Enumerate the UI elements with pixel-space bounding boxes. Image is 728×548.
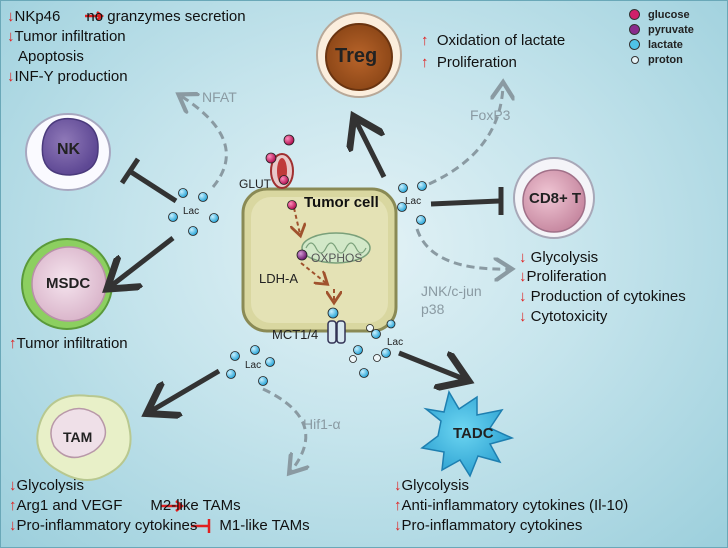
pathway-jnk: JNK/c-jun xyxy=(421,283,482,299)
down-arrow-icon: ↓ xyxy=(394,477,402,494)
treg-effect-1: ↑ Oxidation of lactate xyxy=(421,32,566,49)
proton-icon xyxy=(631,55,639,64)
down-arrow-icon: ↓ xyxy=(9,517,17,534)
pyruvate-molecule xyxy=(296,249,308,261)
msdc-label: MSDC xyxy=(46,275,91,292)
ldha-label: LDH-A xyxy=(259,271,299,286)
msdc-cell-shape xyxy=(21,238,113,330)
up-arrow-icon: ↑ xyxy=(394,497,402,514)
tadc-cell-shape xyxy=(420,390,515,478)
down-arrow-icon: ↓ xyxy=(9,477,17,494)
up-arrow-icon: ↑ xyxy=(421,54,429,71)
cd8-effect-2: ↓Proliferation xyxy=(519,268,607,285)
down-arrow-icon: ↓ xyxy=(394,517,402,534)
pathway-foxp3: FoxP3 xyxy=(470,107,511,123)
tadc-effect-3: ↓Pro-inflammatory cytokines xyxy=(394,517,583,534)
down-arrow-icon: ↓ xyxy=(7,28,15,45)
cd8-effect-4: ↓ Cytotoxicity xyxy=(519,308,608,325)
up-arrow-icon: ↑ xyxy=(9,335,17,352)
nk-effect-2: ↓Tumor infiltration xyxy=(7,28,126,45)
lac-label-bottom-left: Lac xyxy=(245,360,262,371)
tam-effect-1: ↓Glycolysis xyxy=(9,477,85,494)
mct-transporter-icon xyxy=(327,320,346,344)
down-arrow-icon: ↓ xyxy=(519,308,527,325)
down-arrow-icon: ↓ xyxy=(519,288,527,305)
lac-label-bottom-right: Lac xyxy=(387,337,404,348)
lactate-icon xyxy=(629,39,640,50)
tam-label: TAM xyxy=(63,429,93,445)
tadc-effect-1: ↓Glycolysis xyxy=(394,477,470,494)
tam-cell-shape xyxy=(36,394,132,481)
glucose-icon xyxy=(629,9,640,20)
legend-item-pyruvate: pyruvate xyxy=(629,22,694,37)
legend-item-lactate: lactate xyxy=(629,37,694,52)
lactate-cluster-bottom-left xyxy=(226,345,275,386)
mct-label: MCT1/4 xyxy=(272,327,319,342)
tadc-effect-2: ↑Anti-inflammatory cytokines (Il-10) xyxy=(394,497,629,514)
mitochondrion-icon xyxy=(301,232,371,264)
treg-effect-2: ↑ Proliferation xyxy=(421,54,517,71)
down-arrow-icon: ↓ xyxy=(7,8,15,25)
cd8-cell-shape xyxy=(513,157,595,239)
pathway-p38: p38 xyxy=(421,301,445,317)
cd8-effect-3: ↓ Production of cytokines xyxy=(519,288,686,305)
treg-label: Treg xyxy=(335,45,378,67)
lac-label-right: Lac xyxy=(405,196,422,207)
legend-item-proton: proton xyxy=(629,52,694,67)
nk-cell-shape xyxy=(25,113,111,191)
pathway-nfat: NFAT xyxy=(202,89,237,105)
up-arrow-icon: ↑ xyxy=(421,32,429,49)
nk-label: NK xyxy=(57,141,81,158)
nk-effect-4: ↓INF-Y production xyxy=(7,68,128,85)
cd8-effect-1: ↓ Glycolysis xyxy=(519,249,599,266)
tumor-cell-title: Tumor cell xyxy=(304,194,379,211)
lactate-proton-cluster-bottom-right xyxy=(349,319,396,378)
nk-effect-3: Apoptosis xyxy=(18,48,84,65)
msdc-effect-1: ↑Tumor infiltration xyxy=(9,335,128,352)
down-arrow-icon: ↓ xyxy=(519,249,527,266)
oxphos-label: OXPHOS xyxy=(311,251,363,265)
lac-label-left: Lac xyxy=(183,206,200,217)
glut-label: GLUT xyxy=(239,177,272,191)
pyruvate-icon xyxy=(629,24,640,35)
lactate-cluster-left xyxy=(168,188,219,236)
pathway-hif1a: Hif1-α xyxy=(303,416,341,432)
glucose-molecules xyxy=(265,134,297,210)
up-arrow-icon: ↑ xyxy=(9,497,17,514)
tadc-label: TADC xyxy=(453,425,494,442)
down-arrow-icon: ↓ xyxy=(7,68,15,85)
treg-cell-shape xyxy=(316,12,402,98)
cd8-label: CD8+ T xyxy=(529,190,582,207)
legend-item-glucose: glucose xyxy=(629,7,694,22)
legend: glucose pyruvate lactate proton xyxy=(629,7,694,67)
lactate-cluster-right xyxy=(397,181,427,225)
down-arrow-icon: ↓ xyxy=(519,268,527,285)
